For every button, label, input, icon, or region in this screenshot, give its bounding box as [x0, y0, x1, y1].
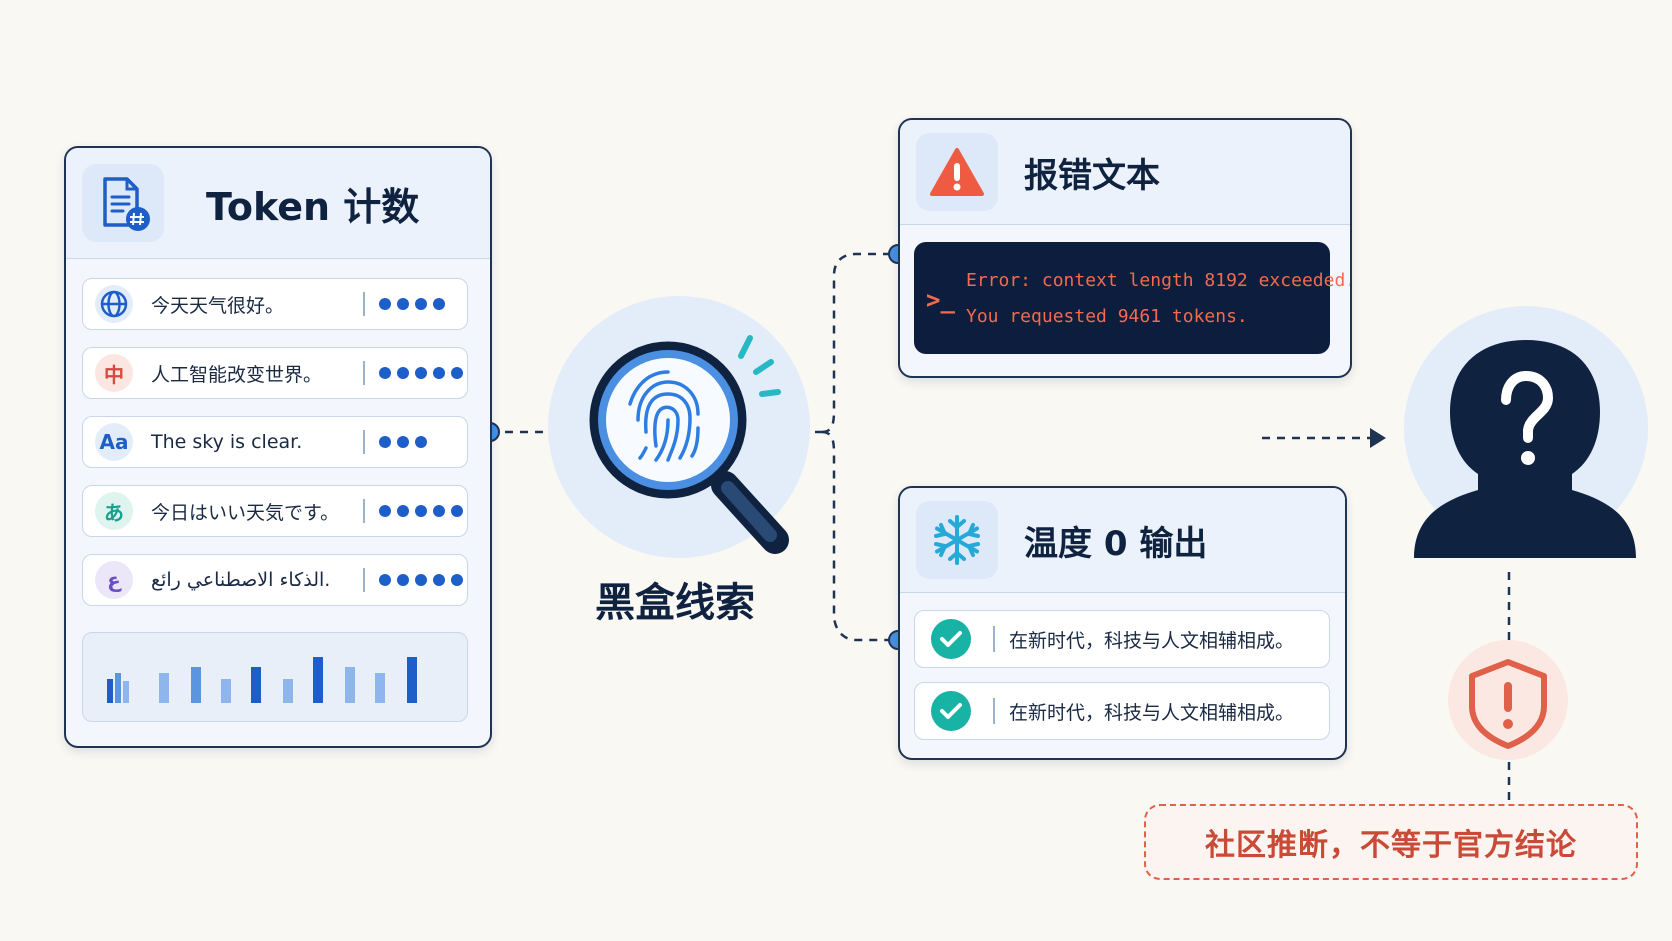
- token-bar: [283, 679, 293, 703]
- temp-card-title: 温度 0 输出: [1024, 523, 1208, 564]
- check-icon: [931, 691, 971, 731]
- token-bar: [159, 673, 169, 703]
- token-dot: [451, 574, 463, 586]
- language-badge: あ: [95, 492, 133, 530]
- token-dot: [415, 574, 427, 586]
- token-card-title: Token 计数: [206, 184, 420, 229]
- error-terminal: >_ Error: context length 8192 exceeded. …: [914, 242, 1350, 354]
- token-count-card: Token 计数 今天天气很好。中人工智能改变世界。 Aa The sky is c…: [64, 146, 492, 748]
- token-dot: [433, 574, 445, 586]
- token-count-dots: [379, 436, 427, 448]
- divider: [363, 430, 365, 454]
- token-sample-text: The sky is clear.: [151, 431, 303, 453]
- token-dot: [379, 367, 391, 379]
- token-dot: [415, 436, 427, 448]
- token-count-dots: [379, 367, 463, 379]
- token-dot: [451, 505, 463, 517]
- error-text-card: 报错文本 >_ Error: context length 8192 excee…: [898, 118, 1352, 378]
- output-text: 在新时代，科技与人文相辅相成。: [1009, 701, 1295, 724]
- error-line-1: Error: context length 8192 exceeded.: [966, 270, 1352, 291]
- token-dot: [379, 298, 391, 310]
- token-bar: [191, 667, 201, 703]
- token-dot: [397, 298, 409, 310]
- error-card-title: 报错文本: [1024, 155, 1160, 196]
- black-box-clues-label: 黑盒线索: [595, 580, 755, 626]
- terminal-prompt-icon: >_: [926, 286, 955, 314]
- token-dot: [379, 505, 391, 517]
- token-count-dots: [379, 574, 463, 586]
- token-bar: [115, 673, 121, 703]
- error-card-header: 报错文本: [900, 120, 1350, 225]
- token-dot: [415, 298, 427, 310]
- arrow-head-icon: [1370, 428, 1386, 448]
- warning-icon: [916, 133, 998, 211]
- deterministic-output-row: 在新时代，科技与人文相辅相成。: [914, 682, 1330, 740]
- token-sample-row: Aa The sky is clear.: [82, 416, 468, 468]
- token-dot: [433, 367, 445, 379]
- token-dot: [415, 367, 427, 379]
- temperature-zero-card: 温度 0 输出 在新时代，科技与人文相辅相成。 在新时代，科技与人文相辅相成。: [898, 486, 1347, 760]
- temp-card-header: 温度 0 输出: [900, 488, 1345, 593]
- token-sample-text: 今天天气很好。: [151, 294, 285, 317]
- language-badge: Aa: [95, 423, 133, 461]
- token-sample-text: 人工智能改变世界。: [151, 363, 323, 386]
- token-bar: [313, 657, 323, 703]
- token-bar: [251, 667, 261, 703]
- token-count-dots: [379, 505, 463, 517]
- token-sample-row: 今天天气很好。: [82, 278, 468, 330]
- error-line-2: You requested 9461 tokens.: [966, 306, 1248, 327]
- token-dot: [397, 505, 409, 517]
- token-sample-row: 中人工智能改变世界。: [82, 347, 468, 399]
- disclaimer-box: 社区推断，不等于官方结论: [1144, 804, 1638, 880]
- document-hash-icon: [82, 164, 164, 242]
- divider: [363, 499, 365, 523]
- token-bar: [345, 667, 355, 703]
- token-sample-row: ع الذكاء الاصطناعي رائع.: [82, 554, 468, 606]
- token-dot: [433, 298, 445, 310]
- token-dot: [451, 367, 463, 379]
- token-bar: [123, 681, 129, 703]
- token-dot: [379, 574, 391, 586]
- token-sample-text: 今日はいい天気です。: [151, 501, 340, 524]
- language-badge: 中: [95, 354, 133, 392]
- divider: [363, 292, 365, 316]
- token-sample-row: あ今日はいい天気です。: [82, 485, 468, 537]
- token-dot: [433, 505, 445, 517]
- deterministic-output-row: 在新时代，科技与人文相辅相成。: [914, 610, 1330, 668]
- globe-icon: [95, 285, 133, 323]
- token-count-dots: [379, 298, 445, 310]
- check-icon: [931, 619, 971, 659]
- token-bar: [375, 673, 385, 703]
- divider: [363, 568, 365, 592]
- output-text: 在新时代，科技与人文相辅相成。: [1009, 629, 1295, 652]
- token-sample-text: الذكاء الاصطناعي رائع.: [151, 569, 331, 591]
- language-badge: ع: [95, 561, 133, 599]
- token-bar-chart: [82, 632, 468, 722]
- token-dot: [379, 436, 391, 448]
- snowflake-icon: [916, 501, 998, 579]
- token-bar: [221, 679, 231, 703]
- token-dot: [397, 367, 409, 379]
- token-bar: [407, 657, 417, 703]
- token-dot: [397, 574, 409, 586]
- token-card-header: Token 计数: [66, 148, 490, 259]
- token-bar: [107, 679, 113, 703]
- token-dot: [415, 505, 427, 517]
- token-dot: [397, 436, 409, 448]
- divider: [363, 361, 365, 385]
